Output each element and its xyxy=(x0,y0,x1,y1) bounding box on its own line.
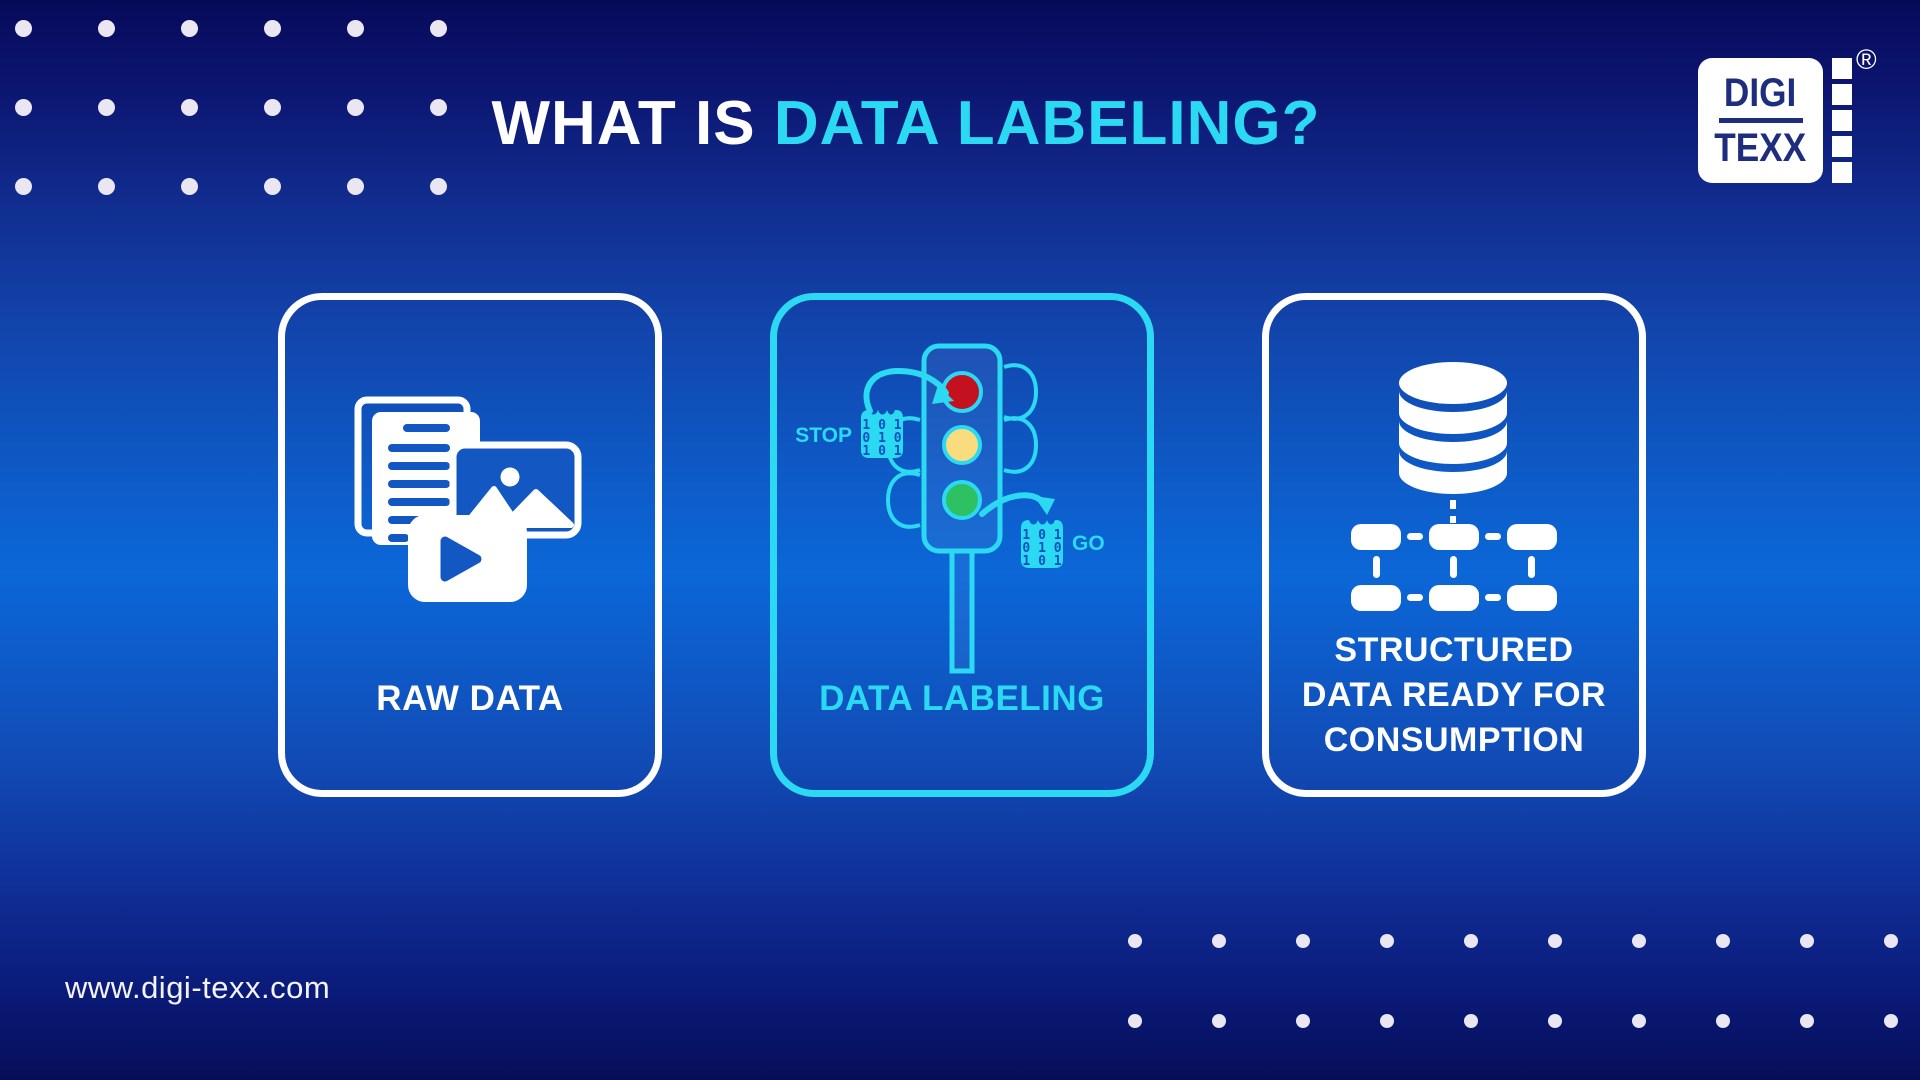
decor-dot xyxy=(346,19,364,37)
card-label-raw-data: RAW DATA xyxy=(376,679,564,718)
svg-text:1 0 1: 1 0 1 xyxy=(1022,554,1061,569)
registered-trademark-symbol: ® xyxy=(1856,44,1877,75)
go-label: GO xyxy=(1072,532,1105,555)
decor-dot xyxy=(1548,934,1562,948)
go-binary-tag: 1 0 1 0 1 0 1 0 1 xyxy=(1021,520,1063,569)
card-data-labeling: 1 0 1 0 1 0 1 0 1 STOP 1 0 1 0 1 0 1 0 1… xyxy=(770,293,1154,797)
decor-dot xyxy=(1632,934,1646,948)
decor-dot xyxy=(1884,934,1898,948)
decor-dot xyxy=(346,177,364,195)
database-flowchart-icon xyxy=(1351,362,1557,611)
decor-dot xyxy=(14,177,32,195)
decor-dot xyxy=(1632,1014,1646,1028)
decor-dot xyxy=(1296,1014,1310,1028)
decor-dot xyxy=(263,98,281,116)
decor-dot xyxy=(1128,934,1142,948)
svg-text:1 0 1: 1 0 1 xyxy=(862,418,901,433)
decor-dot xyxy=(1548,1014,1562,1028)
decor-dot xyxy=(1380,934,1394,948)
title-part-cyan: DATA LABELING? xyxy=(773,89,1321,158)
decor-dot xyxy=(429,98,447,116)
card-raw-data: RAW DATA xyxy=(278,293,662,797)
decor-dot xyxy=(1380,1014,1394,1028)
website-url: www.digi-texx.com xyxy=(65,970,331,1005)
decor-dot xyxy=(14,19,32,37)
decor-dot xyxy=(180,98,198,116)
decor-dot xyxy=(1464,934,1478,948)
svg-text:0 1 0: 0 1 0 xyxy=(1022,541,1061,556)
logo-word-digi: DIGI xyxy=(1724,71,1797,115)
decor-dot xyxy=(346,98,364,116)
logo-word-texx: TEXX xyxy=(1714,126,1807,170)
decor-dot xyxy=(263,19,281,37)
stop-arrow xyxy=(863,367,949,414)
decor-dot xyxy=(180,177,198,195)
card-label-data-labeling: DATA LABELING xyxy=(819,679,1105,718)
title-part-white: WHAT IS xyxy=(491,89,774,158)
decor-dot xyxy=(263,177,281,195)
decor-dot xyxy=(97,177,115,195)
decor-dot xyxy=(14,98,32,116)
decor-dot xyxy=(1884,1014,1898,1028)
decor-dot xyxy=(1716,934,1730,948)
documents-image-video-icon xyxy=(354,396,582,602)
decor-dot xyxy=(1716,1014,1730,1028)
decor-dot xyxy=(1296,934,1310,948)
page-title: WHAT IS DATA LABELING? xyxy=(0,88,1812,159)
decor-dot xyxy=(429,177,447,195)
yellow-light xyxy=(942,425,982,465)
decor-dot xyxy=(97,19,115,37)
decor-dot xyxy=(429,19,447,37)
svg-text:1 0 1: 1 0 1 xyxy=(862,444,901,459)
stop-binary-tag: 1 0 1 0 1 0 1 0 1 xyxy=(861,410,903,459)
svg-text:1 0 1: 1 0 1 xyxy=(1022,528,1061,543)
stop-label: STOP xyxy=(795,424,852,447)
decor-dot xyxy=(97,98,115,116)
decor-dot xyxy=(1800,1014,1814,1028)
logo-filmstrip-icon xyxy=(1832,58,1852,183)
card-structured-data: STRUCTURED DATA READY FOR CONSUMPTION xyxy=(1262,293,1646,797)
green-light xyxy=(942,480,982,520)
decor-dot xyxy=(1212,1014,1226,1028)
decor-dot xyxy=(1212,934,1226,948)
decor-dot xyxy=(1128,1014,1142,1028)
digitexx-logo: DIGI TEXX xyxy=(1698,58,1823,183)
card-label-structured-data: STRUCTURED DATA READY FOR CONSUMPTION xyxy=(1301,631,1607,759)
decor-dot xyxy=(1800,934,1814,948)
decor-dot xyxy=(180,19,198,37)
decor-dot xyxy=(1464,1014,1478,1028)
traffic-light-icon: 1 0 1 0 1 0 1 0 1 STOP 1 0 1 0 1 0 1 0 1… xyxy=(795,343,1105,674)
logo-divider xyxy=(1718,118,1803,123)
svg-text:0 1 0: 0 1 0 xyxy=(862,431,901,446)
